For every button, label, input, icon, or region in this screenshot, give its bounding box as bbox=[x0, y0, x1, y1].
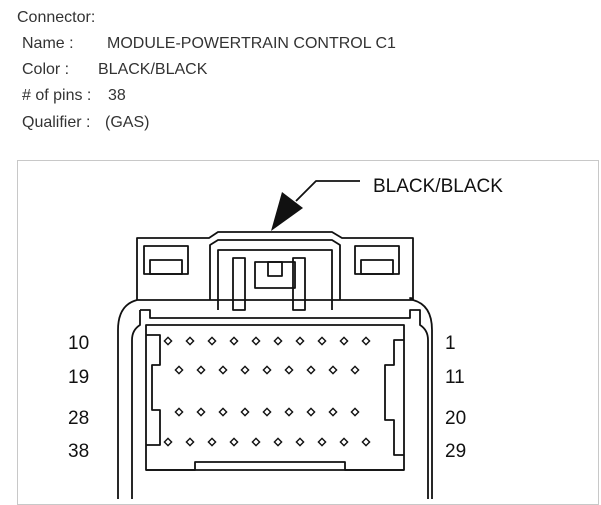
pin-cavity bbox=[350, 407, 360, 417]
bottom-key bbox=[146, 461, 404, 471]
pin-cavity bbox=[262, 365, 272, 375]
pin-cavity bbox=[229, 336, 239, 346]
pin-cavity bbox=[284, 365, 294, 375]
pin-cavity bbox=[273, 437, 283, 447]
pin-cavity bbox=[295, 437, 305, 447]
left-latch-inner bbox=[149, 259, 183, 275]
pin-cavity bbox=[339, 336, 349, 346]
pin-cavity bbox=[185, 336, 195, 346]
pin-cavity bbox=[218, 365, 228, 375]
color-value: BLACK/BLACK bbox=[98, 61, 208, 78]
pins-value: 38 bbox=[108, 87, 126, 104]
pin-cavity bbox=[295, 336, 305, 346]
pin-cavity bbox=[218, 407, 228, 417]
pin-cavity bbox=[284, 407, 294, 417]
pin-cavity bbox=[262, 407, 272, 417]
color-label: Color : bbox=[22, 61, 70, 78]
pins-label: # of pins : bbox=[22, 87, 92, 104]
pin-face-inner bbox=[145, 324, 405, 471]
name-value: MODULE-POWERTRAIN CONTROL C1 bbox=[107, 35, 396, 52]
name-label: Name : bbox=[22, 35, 74, 52]
qualifier-value: (GAS) bbox=[105, 114, 150, 131]
pin-cavity bbox=[163, 336, 173, 346]
pin-cavity bbox=[229, 437, 239, 447]
pin-label-28: 28 bbox=[68, 408, 90, 429]
pin-cavity bbox=[306, 365, 316, 375]
pin-cavity bbox=[185, 437, 195, 447]
pin-cavity bbox=[328, 407, 338, 417]
lock-tab-outer bbox=[209, 239, 341, 300]
pin-label-20: 20 bbox=[445, 408, 467, 429]
housing-outer bbox=[136, 231, 414, 301]
pin-cavity bbox=[240, 365, 250, 375]
left-key bbox=[146, 334, 161, 446]
pin-cavity bbox=[317, 437, 327, 447]
pin-cavity bbox=[306, 407, 316, 417]
pin-cavity bbox=[361, 336, 371, 346]
qualifier-row: Qualifier : (GAS) bbox=[22, 113, 149, 133]
callout-leader bbox=[295, 180, 360, 202]
pin-label-1: 1 bbox=[445, 333, 456, 354]
callout-label: BLACK/BLACK bbox=[373, 176, 503, 197]
lock-post-left bbox=[232, 257, 246, 311]
lock-tab-inner bbox=[217, 249, 333, 310]
pin-cavity bbox=[361, 437, 371, 447]
pin-cavity bbox=[339, 437, 349, 447]
right-key bbox=[384, 339, 404, 456]
pin-cavity bbox=[240, 407, 250, 417]
housing-body bbox=[117, 299, 433, 499]
pin-cavity bbox=[196, 365, 206, 375]
callout-arrow bbox=[271, 192, 303, 231]
pin-cavity bbox=[207, 437, 217, 447]
pin-label-11: 11 bbox=[445, 367, 465, 388]
lock-center bbox=[254, 261, 296, 289]
pin-cavity bbox=[207, 336, 217, 346]
right-latch-inner bbox=[360, 259, 394, 275]
pin-cavity bbox=[174, 365, 184, 375]
qualifier-label: Qualifier : bbox=[22, 114, 91, 131]
pin-array bbox=[163, 336, 371, 447]
pin-cavity bbox=[174, 407, 184, 417]
pin-label-38: 38 bbox=[68, 441, 90, 462]
pin-cavity bbox=[328, 365, 338, 375]
pin-label-29: 29 bbox=[445, 441, 467, 462]
color-row: Color : BLACK/BLACK bbox=[22, 60, 207, 80]
pin-label-19: 19 bbox=[68, 367, 90, 388]
pins-row: # of pins : 38 bbox=[22, 86, 126, 106]
name-row: Name : MODULE-POWERTRAIN CONTROL C1 bbox=[22, 34, 396, 54]
pin-cavity bbox=[196, 407, 206, 417]
lock-post-right bbox=[292, 257, 306, 311]
pin-cavity bbox=[273, 336, 283, 346]
pin-cavity bbox=[251, 437, 261, 447]
pin-face bbox=[131, 309, 429, 499]
pin-cavity bbox=[350, 365, 360, 375]
pin-cavity bbox=[251, 336, 261, 346]
pin-cavity bbox=[317, 336, 327, 346]
connector-info: Connector: Name : MODULE-POWERTRAIN CONT… bbox=[0, 0, 601, 150]
pin-label-10: 10 bbox=[68, 333, 90, 354]
connector-heading: Connector: bbox=[17, 9, 96, 26]
lock-center-slot bbox=[267, 261, 283, 277]
pin-cavity bbox=[163, 437, 173, 447]
